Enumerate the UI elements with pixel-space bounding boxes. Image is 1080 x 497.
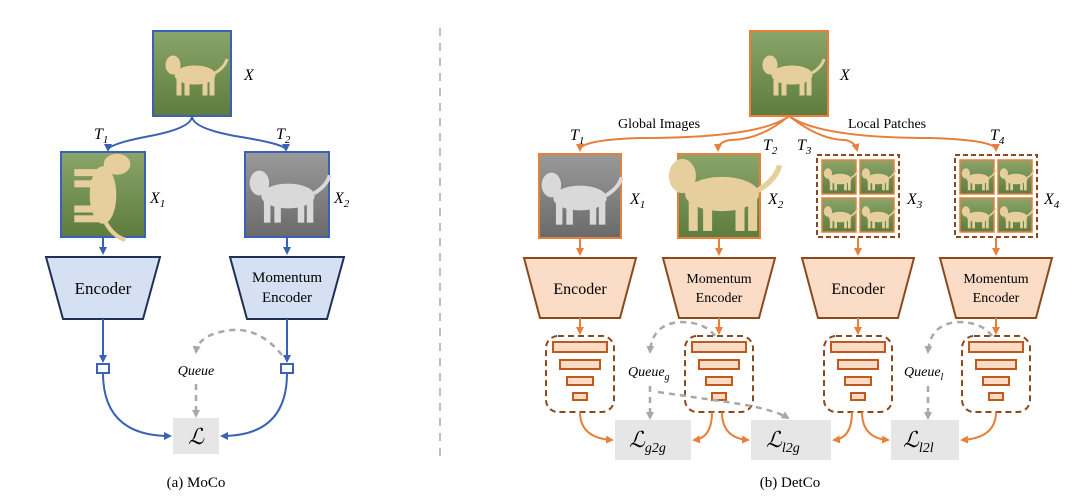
moco-arrow-t2: [191, 115, 290, 152]
moco-t1-label: T1: [94, 126, 108, 146]
moco-loss-label: ℒ: [188, 424, 205, 449]
detco-momentum-global-label-2: Encoder: [696, 291, 743, 306]
detco-queue-l-label: Queuel: [904, 365, 944, 383]
detco-arrow-t2: [714, 115, 790, 152]
moco-x-label: X: [243, 67, 255, 84]
moco-loss-box: [173, 418, 219, 454]
moco-panel: X T1 T2 X1 X2 Encoder Momentum Encoder: [44, 30, 350, 491]
moco-feature-q: [96, 363, 110, 374]
detco-encoder-local: [800, 257, 916, 319]
detco-arrow-t3: [788, 115, 860, 152]
detco-arrow-t1: [576, 115, 790, 152]
detco-panel: X Global Images Local Patches T1 T2 T3 T…: [522, 30, 1060, 491]
detco-encoder-global: [522, 257, 638, 319]
moco-arrow-q-loss: [102, 372, 172, 440]
detco-p2-to-g2g: [692, 411, 713, 444]
detco-t4-label: T4: [990, 127, 1005, 147]
detco-t1-label: T1: [570, 127, 584, 147]
detco-input-image: [749, 30, 829, 117]
detco-momentum-global-label-1: Momentum: [686, 272, 751, 287]
detco-momentum-local-label-1: Momentum: [963, 272, 1028, 287]
detco-p3-to-l2g: [832, 411, 853, 444]
detco-arrow-t4: [788, 115, 1000, 152]
moco-momentum-label-1: Momentum: [252, 270, 322, 286]
detco-momentum-encoder-global: [661, 257, 777, 319]
detco-loss-g2g-label: ℒg2g: [629, 427, 666, 456]
detco-queue-g-label: Queueg: [628, 365, 670, 383]
detco-x2-label: X2: [767, 191, 784, 211]
moco-momentum-label-2: Encoder: [262, 290, 312, 306]
detco-x4-patches: [954, 154, 1038, 238]
moco-feature-k: [280, 363, 294, 374]
moco-x1-label: X1: [149, 190, 165, 210]
detco-p2-to-l2g: [721, 411, 750, 444]
moco-input-image: [152, 30, 232, 117]
detco-queue-g-loop: [646, 320, 717, 354]
detco-global-images-label: Global Images: [618, 117, 700, 132]
detco-t3-label: T3: [797, 137, 812, 157]
moco-arrow-t1: [104, 115, 193, 152]
moco-queue-loop: [192, 328, 283, 356]
detco-x4-label: X4: [1043, 191, 1060, 211]
detco-queue-l-loop: [924, 320, 994, 354]
detco-loss-l2l-label: ℒl2l: [903, 427, 934, 456]
moco-caption: (a) MoCo: [167, 475, 226, 491]
detco-momentum-local-label-2: Encoder: [973, 291, 1020, 306]
moco-encoder: [44, 256, 162, 320]
detco-loss-l2l-box: [891, 420, 959, 460]
detco-x-label: X: [839, 67, 851, 84]
detco-pyramid-4: [961, 335, 1031, 413]
detco-loss-l2g-label: ℒl2g: [766, 427, 800, 456]
detco-p3-to-l2l: [861, 411, 890, 444]
detco-momentum-encoder-local: [938, 257, 1054, 319]
detco-local-patches-label: Local Patches: [848, 117, 926, 132]
detco-pyramid-2: [684, 335, 754, 413]
moco-momentum-encoder: [228, 256, 346, 320]
moco-x2-image: [244, 151, 332, 238]
detco-p4-to-l2l: [960, 411, 997, 444]
detco-encoder-local-label: Encoder: [831, 281, 885, 298]
detco-loss-l2g-box: [751, 420, 831, 460]
moco-encoder-label: Encoder: [75, 279, 132, 298]
moco-queue-label: Queue: [178, 364, 215, 379]
detco-pyramid-3: [823, 335, 893, 413]
detco-loss-g2g-box: [615, 420, 691, 460]
detco-encoder-global-label: Encoder: [553, 281, 607, 298]
detco-x2-image: [670, 153, 780, 239]
detco-x3-label: X3: [906, 191, 923, 211]
moco-arrow-k-loss: [220, 372, 288, 440]
detco-pyramid-1: [545, 335, 615, 413]
moco-x2-label: X2: [333, 190, 350, 210]
moco-x1-image: [60, 151, 146, 240]
detco-x1-image: [538, 153, 624, 239]
detco-queue-g-to-l2g: [657, 390, 790, 420]
moco-t2-label: T2: [276, 126, 291, 146]
detco-t2-label: T2: [763, 137, 778, 157]
detco-x1-label: X1: [629, 191, 645, 211]
detco-x3-patches: [816, 154, 900, 238]
detco-p1-to-g2g: [579, 411, 614, 444]
detco-caption: (b) DetCo: [760, 475, 820, 491]
